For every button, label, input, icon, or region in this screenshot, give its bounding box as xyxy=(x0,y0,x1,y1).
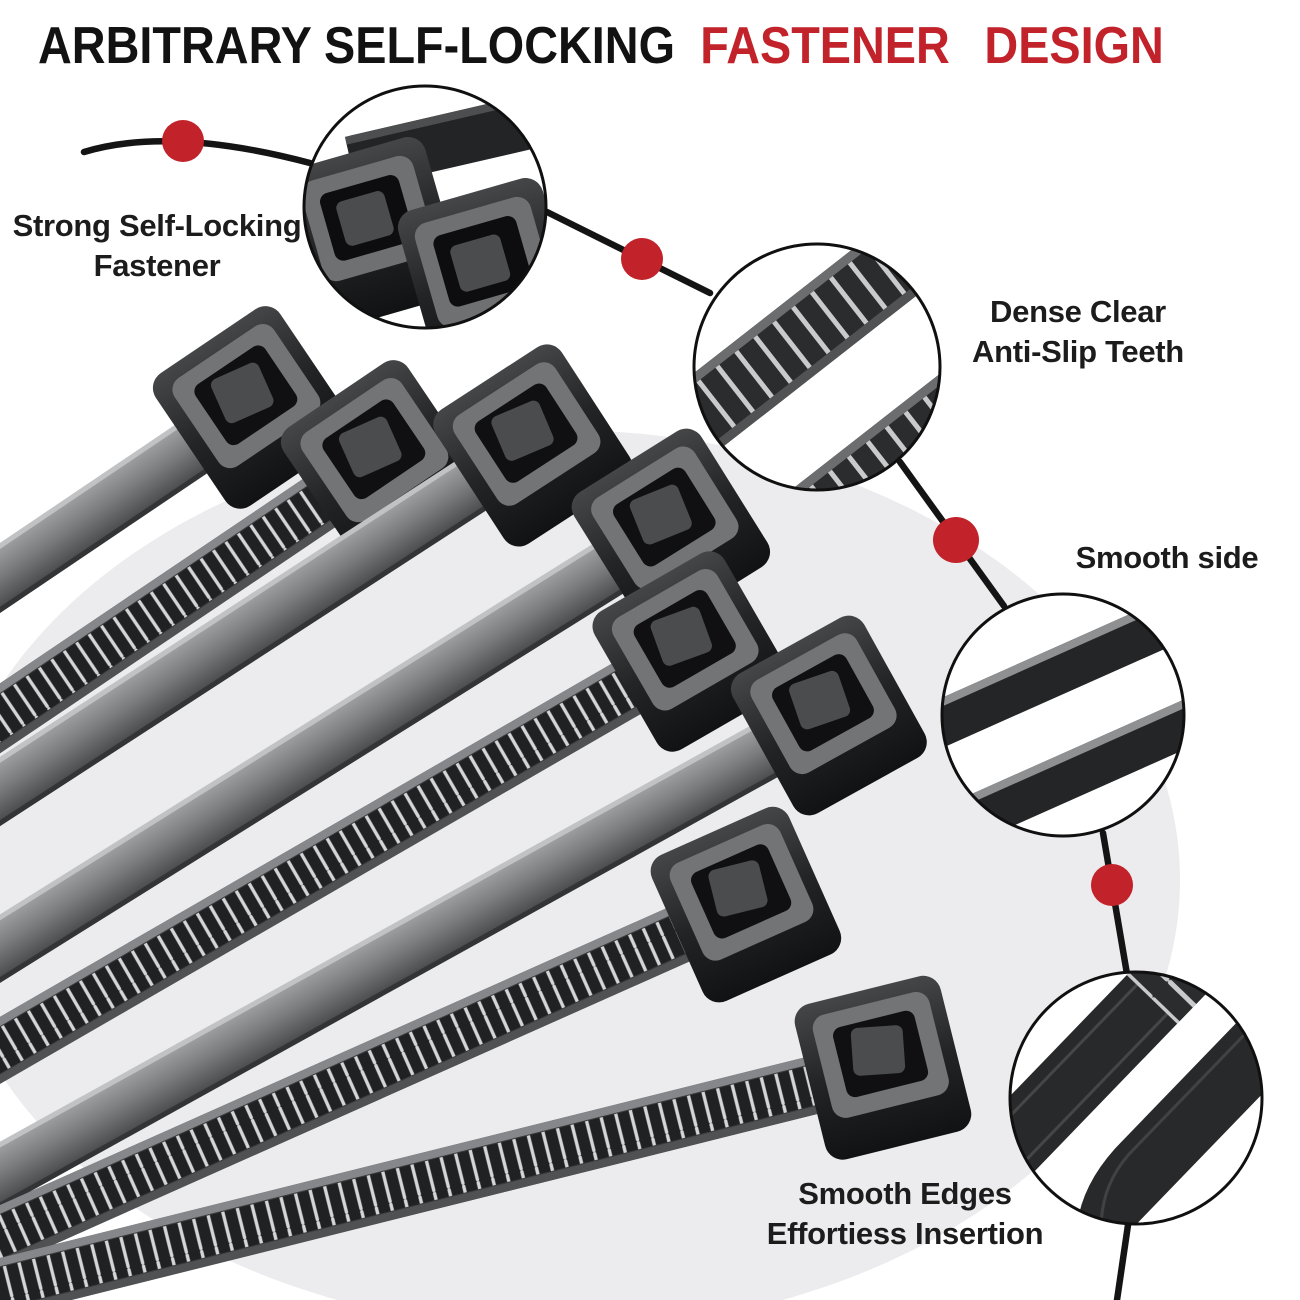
callout-label-fastener: Strong Self-Locking Fastener xyxy=(0,206,322,286)
callout-label-line: Effortiess Insertion xyxy=(766,1216,1044,1251)
page-title: ARBITRARY SELF-LOCKING FASTENER DESIGN xyxy=(38,16,1164,76)
callout-label-teeth: Dense Clear Anti-Slip Teeth xyxy=(913,292,1243,372)
callout-circle-border xyxy=(940,592,1186,838)
cable-tie xyxy=(0,615,927,1300)
callout-fastener-zoom xyxy=(302,84,548,330)
red-dot xyxy=(162,120,204,162)
cable-tie xyxy=(0,806,842,1300)
title-red-part: FASTENER DESIGN xyxy=(700,17,1164,75)
callout-circle-border xyxy=(1008,970,1264,1226)
cable-tie xyxy=(0,428,771,1300)
callout-smooth-side-zoom xyxy=(940,592,1186,838)
title-black-part: ARBITRARY SELF-LOCKING xyxy=(38,17,675,75)
red-dot xyxy=(1091,864,1133,906)
callout-label-insertion: Smooth Edges Effortiess Insertion xyxy=(705,1174,1105,1254)
cable-tie xyxy=(0,344,633,1244)
callout-label-line: Anti-Slip Teeth xyxy=(972,334,1184,369)
callout-label-line: Smooth Edges xyxy=(798,1176,1012,1211)
callout-tip-zoom xyxy=(1008,970,1264,1226)
callout-label-line: Strong Self-Locking xyxy=(12,208,302,243)
cable-ties-fan xyxy=(0,306,972,1300)
callout-label-line: Smooth side xyxy=(1075,540,1259,575)
cable-tie xyxy=(0,975,972,1300)
tie-strap-smooth xyxy=(0,713,801,1300)
red-dot xyxy=(621,238,663,280)
callout-label-line: Dense Clear xyxy=(990,294,1166,329)
marker-dots xyxy=(162,120,1133,906)
red-dot xyxy=(933,517,979,563)
cable-tie xyxy=(0,551,790,1300)
callout-circle-border xyxy=(302,84,548,330)
connector-line xyxy=(1113,1221,1132,1300)
callout-circle-border xyxy=(692,242,942,492)
callout-label-smooth-side: Smooth side xyxy=(1002,538,1300,578)
tie-strap-smooth xyxy=(0,530,645,1300)
tie-strap-smooth xyxy=(0,447,508,1244)
callout-label-line: Fastener xyxy=(93,248,221,283)
